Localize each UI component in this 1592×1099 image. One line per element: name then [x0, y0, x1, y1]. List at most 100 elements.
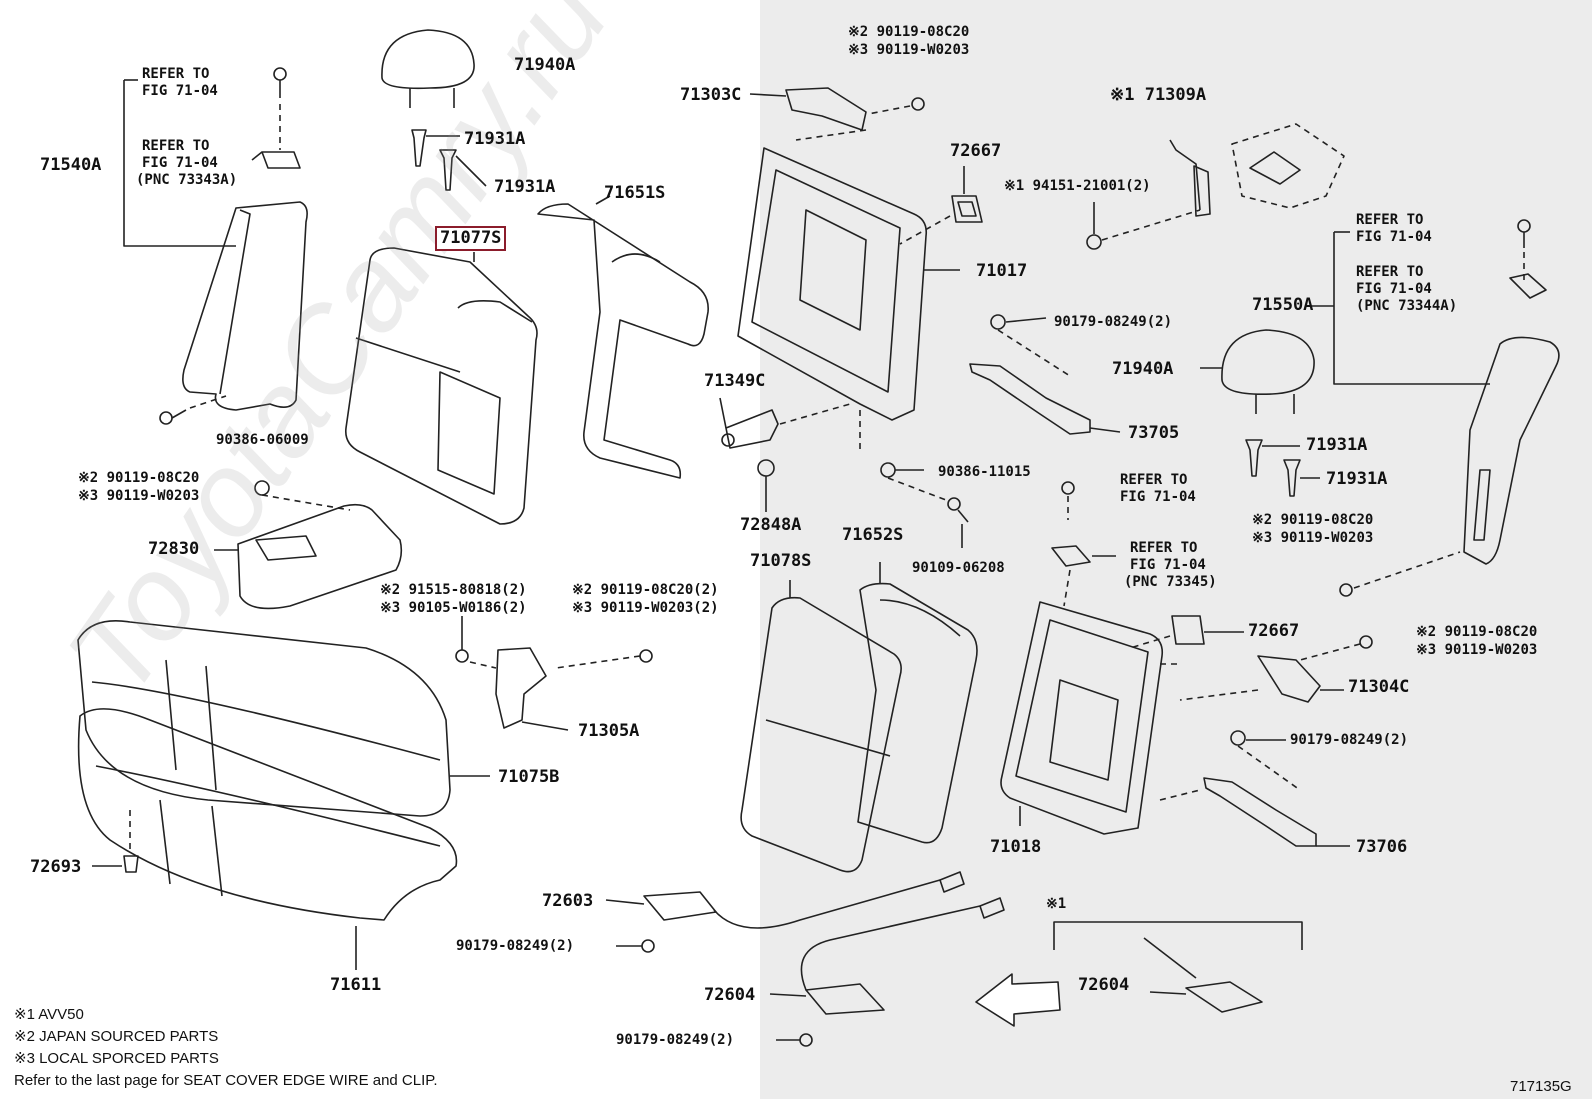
label-71075B[interactable]: 71075B: [498, 767, 560, 787]
ref4-line1: REFER TO: [1356, 264, 1424, 280]
fastener-mid2-line2: ※3 90119-W0203(2): [572, 600, 719, 616]
label-90179-mid[interactable]: 90179-08249(2): [1290, 732, 1409, 748]
label-72848A[interactable]: 72848A: [740, 515, 802, 535]
label-71303C[interactable]: 71303C: [680, 85, 742, 105]
fastener-left-line1: ※2 90119-08C20: [78, 470, 200, 486]
ref4-line2: FIG 71-04: [1356, 281, 1432, 297]
latch-bezel-72667-top[interactable]: [899, 166, 983, 245]
seatback-cover-71078S[interactable]: [740, 580, 902, 873]
lock-assembly-71309A[interactable]: [1086, 123, 1345, 250]
label-90179-top[interactable]: 90179-08249(2): [1054, 314, 1173, 330]
label-73706[interactable]: 73706: [1356, 837, 1408, 857]
armrest-72830[interactable]: [214, 480, 403, 610]
lock-rod-73706[interactable]: [1203, 730, 1350, 847]
fastener-rt1-line1: ※2 90119-08C20: [1252, 512, 1374, 528]
ref3-line1: REFER TO: [1356, 212, 1424, 228]
avv50-variant-box: [1053, 921, 1303, 1013]
seatback-pad-71651S[interactable]: [537, 195, 709, 479]
label-90386-06009[interactable]: 90386-06009: [216, 432, 309, 448]
seatback-cover-71077S[interactable]: [344, 247, 538, 525]
label-71931A-4[interactable]: 71931A: [1326, 469, 1388, 489]
hinge-bracket-71304C[interactable]: [1179, 635, 1373, 703]
label-71931A-2[interactable]: 71931A: [494, 177, 556, 197]
headrest-right[interactable]: [1200, 329, 1315, 414]
label-71018[interactable]: 71018: [990, 837, 1042, 857]
label-90109-06208[interactable]: 90109-06208: [912, 560, 1005, 576]
label-71304C[interactable]: 71304C: [1348, 677, 1410, 697]
fastener-top-line1: ※2 90119-08C20: [848, 24, 970, 40]
seat-cushion-cover-71075B[interactable]: [77, 620, 490, 817]
ref3-line2: FIG 71-04: [1356, 229, 1432, 245]
ref6-line3: (PNC 73345): [1124, 574, 1217, 590]
label-71940A-right[interactable]: 71940A: [1112, 359, 1174, 379]
label-72604-a[interactable]: 72604: [704, 985, 756, 1005]
label-71017[interactable]: 71017: [976, 261, 1028, 281]
direction-arrow: [975, 973, 1061, 1027]
label-94151-21001[interactable]: ※1 94151-21001(2): [1004, 178, 1151, 194]
label-73705[interactable]: 73705: [1128, 423, 1180, 443]
side-bolster-left[interactable]: [123, 79, 308, 411]
frame-clips-right: [1051, 481, 1244, 649]
hinge-bracket-71305A[interactable]: [455, 616, 653, 731]
label-90179-c1[interactable]: 90179-08249(2): [456, 938, 575, 954]
headrest-guides-right[interactable]: [1245, 439, 1320, 497]
label-72667-top[interactable]: 72667: [950, 141, 1002, 161]
footnote-4: Refer to the last page for SEAT COVER ED…: [14, 1072, 438, 1089]
footnote-2: ※2 JAPAN SOURCED PARTS: [14, 1028, 219, 1045]
label-71931A-1[interactable]: 71931A: [464, 129, 526, 149]
label-71540A[interactable]: 71540A: [40, 155, 102, 175]
frame-fasteners: [880, 462, 969, 548]
ref2-line2: FIG 71-04: [142, 155, 218, 171]
footnote-1: ※1 AVV50: [14, 1006, 84, 1023]
label-71305A[interactable]: 71305A: [578, 721, 640, 741]
label-90179-c2[interactable]: 90179-08249(2): [616, 1032, 735, 1048]
bolster-fasteners: [159, 67, 301, 425]
label-71931A-3[interactable]: 71931A: [1306, 435, 1368, 455]
seatback-pad-71652S[interactable]: [857, 562, 978, 844]
side-bolster-right[interactable]: [1310, 231, 1560, 565]
ref2-line1: REFER TO: [142, 138, 210, 154]
label-71550A[interactable]: 71550A: [1252, 295, 1314, 315]
fastener-rt1-line2: ※3 90119-W0203: [1252, 530, 1374, 546]
fastener-mid1-line2: ※3 90105-W0186(2): [380, 600, 527, 616]
fastener-mid2-line1: ※2 90119-08C20(2): [572, 582, 719, 598]
hinge-bracket-71303C[interactable]: [749, 87, 925, 141]
ref4-line3: (PNC 73344A): [1356, 298, 1458, 314]
label-71078S[interactable]: 71078S: [750, 551, 812, 571]
diagram-code: 717135G: [1510, 1078, 1572, 1095]
label-90386-11015[interactable]: 90386-11015: [938, 464, 1031, 480]
headrest-left[interactable]: [381, 29, 475, 108]
release-cable-72603[interactable]: [605, 871, 965, 953]
right-bolster-fasteners: [1339, 219, 1547, 597]
label-71077S-highlighted[interactable]: 71077S: [435, 226, 507, 251]
right-panel-background: [760, 0, 1592, 1099]
headrest-guides-left[interactable]: [411, 129, 487, 191]
label-72693[interactable]: 72693: [30, 857, 82, 877]
seatback-frame-71018[interactable]: [1000, 601, 1201, 835]
label-71652S[interactable]: 71652S: [842, 525, 904, 545]
label-71309A[interactable]: ※1 71309A: [1110, 85, 1207, 105]
ref5-line1: REFER TO: [1120, 472, 1188, 488]
ref5-line2: FIG 71-04: [1120, 489, 1196, 505]
label-71940A-left[interactable]: 71940A: [514, 55, 576, 75]
stopper-71349C[interactable]: [719, 397, 851, 512]
label-71349C[interactable]: 71349C: [704, 371, 766, 391]
fastener-mid1-line1: ※2 91515-80818(2): [380, 582, 527, 598]
fastener-left-line2: ※3 90119-W0203: [78, 488, 200, 504]
lock-rod-73705[interactable]: [969, 314, 1121, 435]
label-72604-b[interactable]: 72604: [1078, 975, 1130, 995]
footnote-3: ※3 LOCAL SPORCED PARTS: [14, 1050, 219, 1067]
fastener-rt2-line2: ※3 90119-W0203: [1416, 642, 1538, 658]
fastener-top-line2: ※3 90119-W0203: [848, 42, 970, 58]
label-72830[interactable]: 72830: [148, 539, 200, 559]
label-72603[interactable]: 72603: [542, 891, 594, 911]
seat-cushion-pad-71611[interactable]: [77, 708, 458, 970]
ref1-line1: REFER TO: [142, 66, 210, 82]
release-cable-72604[interactable]: [769, 897, 1005, 1047]
label-71651S[interactable]: 71651S: [604, 183, 666, 203]
label-72667-bottom[interactable]: 72667: [1248, 621, 1300, 641]
label-71611[interactable]: 71611: [330, 975, 382, 995]
label-mark1-right: ※1: [1046, 896, 1067, 912]
ref2-line3: (PNC 73343A): [136, 172, 238, 188]
